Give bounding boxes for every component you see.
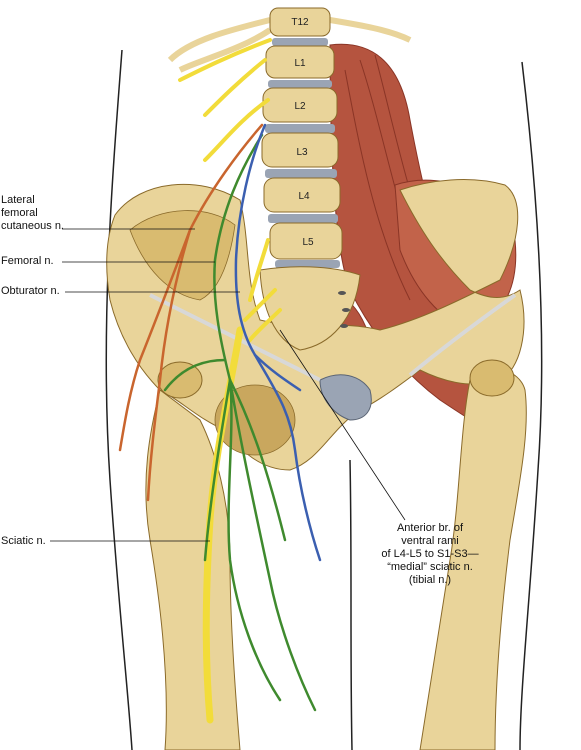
ribs [167, 17, 412, 73]
label-sciatic-nerve: Sciatic n. [1, 535, 46, 547]
label-obturator-nerve: Obturator n. [1, 285, 60, 297]
vertebra-label-l2: L2 [294, 101, 306, 112]
label-femoral-nerve: Femoral n. [1, 255, 54, 267]
lumbar-spine [259, 7, 361, 351]
nerves [118, 38, 322, 724]
vertebra-label-t12: T12 [291, 17, 309, 28]
leader-lines [50, 228, 406, 542]
body-outline [105, 49, 543, 750]
label-lateral-femoral-cutaneous-nerve: Lateral femoral cutaneous n. [1, 194, 64, 232]
label-anterior-branch-ventral-rami: Anterior br. of ventral rami of L4-L5 to… [381, 522, 479, 586]
inguinal-ligament [149, 293, 517, 382]
vertebra-label-l1: L1 [294, 58, 306, 69]
vertebra-label-l5: L5 [302, 237, 314, 248]
vertebra-labels: T12 L1 L2 L3 L4 L5 [291, 17, 314, 248]
vertebra-label-l3: L3 [296, 147, 308, 158]
vertebra-label-l4: L4 [298, 191, 310, 202]
